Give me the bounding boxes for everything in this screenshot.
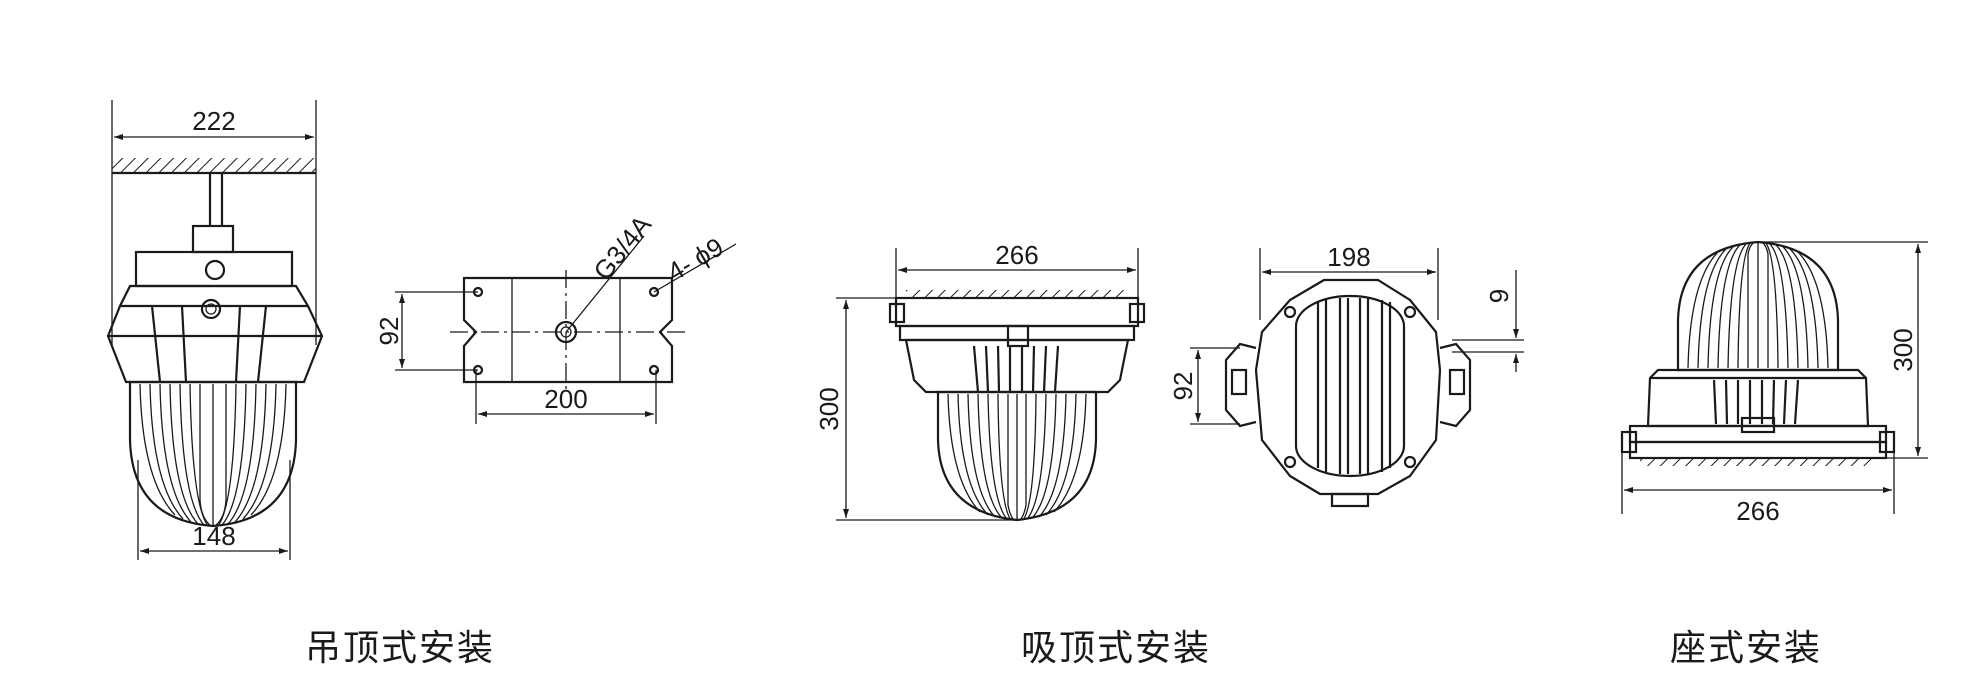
top-view-body [1254,278,1442,496]
ceiling-view: 266 [814,240,1211,669]
dim-label-266-base: 266 [1736,496,1779,526]
base-globe-ribs [1687,241,1829,369]
bracket-view: G3/4A 4- ϕ9 92 200 [374,209,737,424]
dim-label-200: 200 [544,384,587,414]
thread-label: G3/4A [587,209,657,286]
top-view-fins [1316,298,1392,474]
caption-ceiling: 吸顶式安装 [1021,628,1211,669]
dim-label-198: 198 [1327,242,1370,272]
dim-label-9: 9 [1484,289,1514,303]
thread-hole [554,320,578,344]
caption-base: 座式安装 [1670,628,1822,669]
ceiling-top-view: 198 92 9 [1168,242,1524,508]
dim-label-92-bracket: 92 [374,317,404,346]
base-flange [1628,440,1888,460]
dim-label-92-top: 92 [1168,372,1198,401]
ceiling-flange-hatch [906,290,1128,298]
top-view-ear-left [1224,342,1257,428]
holes-label: 4- ϕ9 [662,232,728,288]
bracket-plate [462,276,674,384]
base-floor-hatch [1640,458,1876,466]
base-flange-top [1628,424,1888,444]
dim-label-300-ceiling: 300 [814,387,844,430]
top-view-ear-right [1439,342,1472,428]
pendant-globe-ribs [139,383,287,527]
dim-label-148: 148 [192,521,235,551]
pendant-body [106,284,324,384]
dim-label-222: 222 [192,106,235,136]
dim-label-266-top: 266 [995,240,1038,270]
junction-box [191,224,235,254]
base-fins [1712,379,1800,425]
ceiling-flange [894,296,1140,328]
ceiling-fins [972,345,1060,393]
ceiling-hatch [112,158,316,173]
top-view-grille [1294,294,1406,478]
dim-label-300-base: 300 [1888,328,1918,371]
pendant-view: 222 [106,100,495,669]
pendant-housing-top [134,250,294,288]
caption-pendant: 吊顶式安装 [305,628,495,669]
base-view: 300 266 座式安装 [1620,240,1928,669]
ceiling-body [904,338,1130,394]
ceiling-globe-ribs [947,393,1087,521]
